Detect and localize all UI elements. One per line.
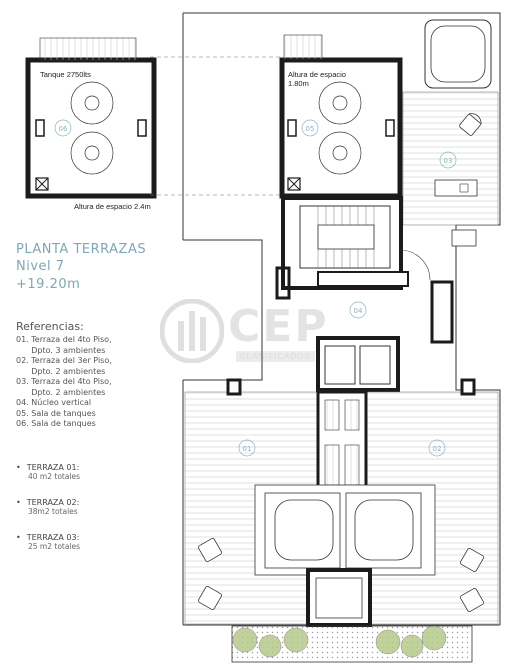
references-heading: Referencias: (16, 320, 84, 333)
reference-item: 04. Núcleo vertical (16, 398, 92, 407)
terrace-name: TERRAZA 02: (16, 498, 80, 507)
terrace-summary-02: TERRAZA 02: 38m2 totales (16, 498, 80, 516)
tag-circle-06 (54, 119, 72, 137)
reference-item: 05. Sala de tanques (16, 408, 96, 418)
planter-strip (231, 625, 473, 663)
references-list: 01. Terraza del 4to Piso, Dpto. 3 ambien… (16, 335, 112, 430)
plan-title: PLANTA TERRAZAS (16, 242, 147, 257)
terrace-area: 40 m2 totales (28, 472, 81, 481)
clearance-right-label-2: 1.80m (288, 79, 309, 88)
terrace-summary-01: TERRAZA 01: 40 m2 totales (16, 463, 80, 481)
plan-level: Nivel 7 (16, 259, 65, 274)
tank-room-05 (279, 34, 403, 199)
terrace-summary-03: TERRAZA 03: 25 m2 totales (16, 533, 80, 551)
terrace-name: TERRAZA 01: (16, 463, 80, 472)
reference-item: 06. Sala de tanques (16, 419, 96, 428)
terrace-area: 38m2 totales (28, 507, 78, 516)
reference-item: 02. Terraza del 3er Piso, (16, 356, 112, 365)
tag-circle-04 (349, 301, 367, 319)
tank-capacity-label: Tanque 2750lts (40, 70, 91, 79)
room-tag-01: 01 (243, 445, 252, 453)
terrace-area: 25 m2 totales (28, 542, 81, 551)
reference-item: 03. Terraza del 4to Piso, (16, 377, 112, 386)
room-tag-06: 06 (59, 125, 68, 133)
room-tag-05: 05 (306, 125, 315, 133)
reference-item: Dpto. 2 ambientes (16, 366, 106, 376)
room-tag-03: 03 (444, 157, 453, 165)
reference-item: 01. Terraza del 4to Piso, (16, 335, 112, 344)
reference-item: Dpto. 2 ambientes (16, 387, 106, 397)
room-tag-02: 02 (433, 445, 442, 453)
tag-circle-05 (301, 119, 319, 137)
plan-elevation: +19.20m (16, 277, 81, 292)
terrace-03 (402, 19, 499, 247)
tank-room-06 (25, 37, 282, 199)
clearance-right-label-1: Altura de espacio (288, 70, 346, 79)
vertical-core-04 (275, 196, 454, 392)
terrace-name: TERRAZA 03: (16, 533, 80, 542)
clearance-left-label: Altura de espacio 2.4m (74, 202, 151, 211)
tag-circle-01 (238, 439, 256, 457)
tag-circle-03 (439, 151, 457, 169)
reference-item: Dpto. 3 ambientes (16, 345, 106, 355)
tag-circle-02 (428, 439, 446, 457)
room-tag-04: 04 (354, 307, 363, 315)
terrace-01-02 (184, 378, 499, 627)
